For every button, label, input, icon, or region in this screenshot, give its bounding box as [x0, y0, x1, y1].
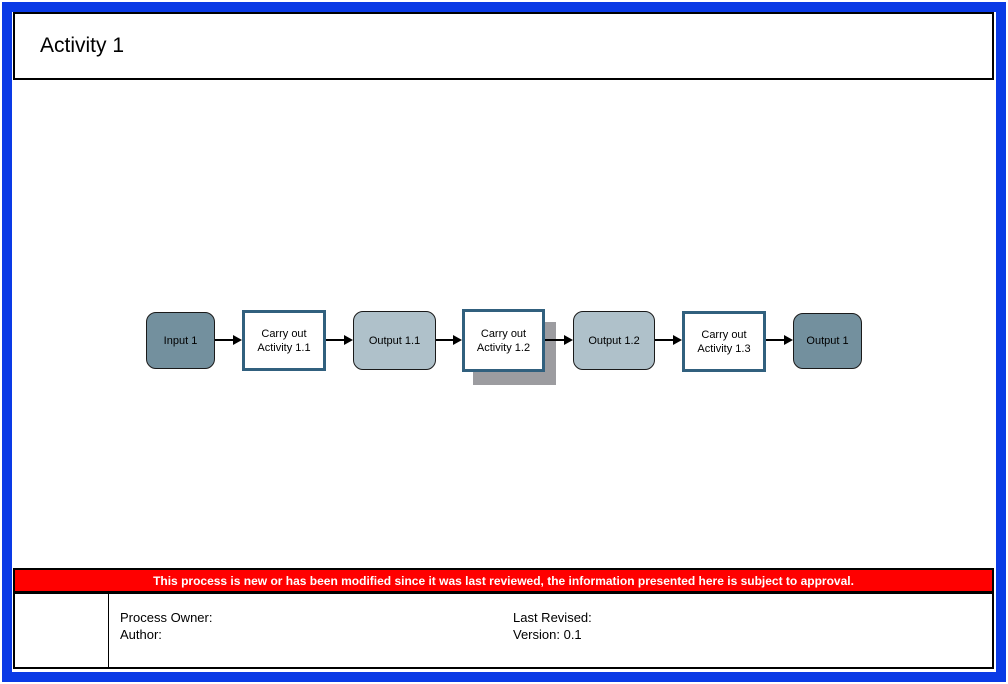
flow-arrow — [436, 335, 462, 345]
process-owner-label: Process Owner: — [120, 610, 213, 625]
node-label: Carry out Activity 1.2 — [476, 327, 531, 354]
version-label: Version: 0.1 — [513, 627, 582, 642]
node-label: Output 1 — [806, 335, 849, 347]
flow-arrow — [326, 335, 353, 345]
node-output-1-2[interactable]: Output 1.2 — [573, 311, 655, 370]
node-activity-1-1[interactable]: Carry out Activity 1.1 — [242, 310, 326, 371]
node-output-1-1[interactable]: Output 1.1 — [353, 311, 436, 370]
node-output-1[interactable]: Output 1 — [793, 313, 862, 369]
node-activity-1-2[interactable]: Carry out Activity 1.2 — [462, 309, 545, 372]
notice-banner: This process is new or has been modified… — [13, 568, 994, 593]
flow-arrow — [545, 335, 573, 345]
footer: Process Owner: Author: Last Revised: Ver… — [13, 592, 994, 669]
node-label: Output 1.2 — [588, 334, 640, 347]
author-label: Author: — [120, 627, 162, 642]
node-activity-1-3[interactable]: Carry out Activity 1.3 — [682, 311, 766, 372]
page-title: Activity 1 — [40, 34, 125, 57]
notice-text: This process is new or has been modified… — [153, 573, 854, 588]
node-label: Carry out Activity 1.1 — [257, 327, 311, 354]
footer-revision-block: Last Revised: Version: 0.1 — [513, 609, 592, 643]
footer-owner-block: Process Owner: Author: — [120, 609, 212, 643]
node-label: Input 1 — [163, 334, 198, 347]
last-revised-label: Last Revised: — [513, 610, 592, 625]
flow-arrow — [215, 335, 242, 345]
node-input-1[interactable]: Input 1 — [146, 312, 215, 369]
flow-arrow — [766, 335, 793, 345]
flow-arrow — [655, 335, 682, 345]
header: Activity 1 — [13, 12, 994, 80]
node-label: Output 1.1 — [368, 334, 421, 347]
footer-divider — [108, 594, 109, 667]
node-label: Carry out Activity 1.3 — [697, 328, 751, 355]
